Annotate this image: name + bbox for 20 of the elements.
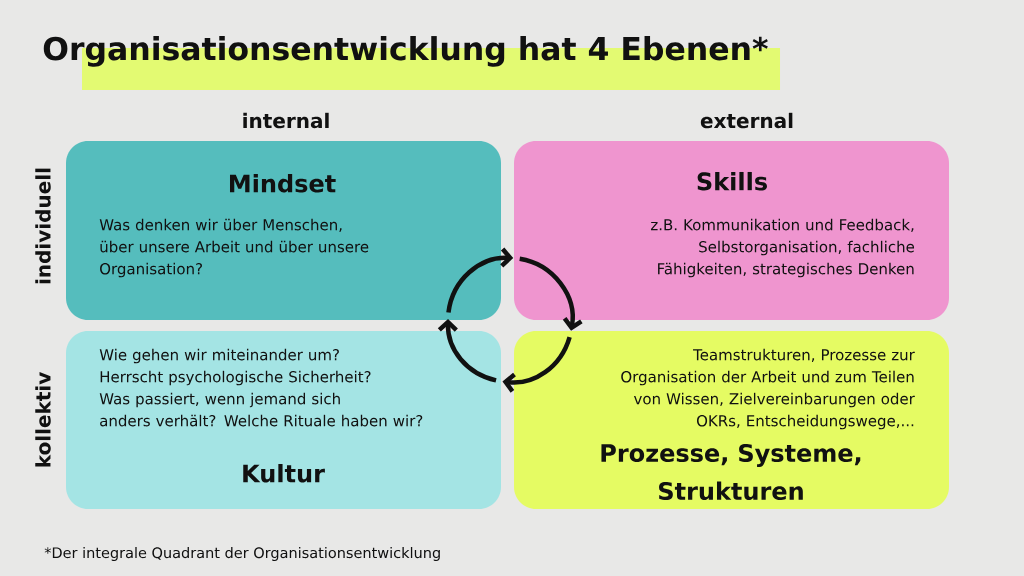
- box-text: Teamstrukturen, Prozesse zur Organisation der Arbeit und zum Teilen von Wissen, Zielvereinbarungen oder OKRs, Entscheidungswege,...: [621, 348, 915, 430]
- quadrant-box: [514, 141, 949, 320]
- row-label: individuell: [35, 168, 51, 284]
- quadrant-box: [66, 331, 501, 509]
- box-text: z.B. Kommunikation und Feedback, Selbstorganisation, fachliche Fähigkeiten, strategisches Denken: [651, 218, 915, 278]
- quadrant-box: [514, 331, 949, 509]
- footnote: *Der integrale Quadrant der Organisationsentwicklung: [44, 546, 440, 561]
- cycle-arrow: [502, 336, 572, 393]
- cycle-arrow: [437, 318, 497, 383]
- box-heading: Prozesse, Systeme, Strukturen: [601, 443, 861, 501]
- title: Organisationsentwicklung hat 4 Ebenen*: [43, 36, 768, 67]
- box-heading: Skills: [697, 171, 767, 191]
- cycle-arrow: [446, 247, 514, 313]
- box-heading: Kultur: [243, 463, 325, 483]
- quadrant-box: [66, 141, 501, 320]
- box-text: Was denken wir über Menschen, über unsere Arbeit und über unsere Organisation?: [99, 218, 369, 278]
- row-label: kollektiv: [35, 372, 51, 467]
- box-heading: Mindset: [230, 173, 336, 193]
- box-text: Wie gehen wir miteinander um? Herrscht psychologische Sicherheit? Was passiert, wenn jemand sich anders verhält? Welche Rituale haben wir?: [99, 348, 423, 427]
- cycle-arrow: [519, 256, 583, 331]
